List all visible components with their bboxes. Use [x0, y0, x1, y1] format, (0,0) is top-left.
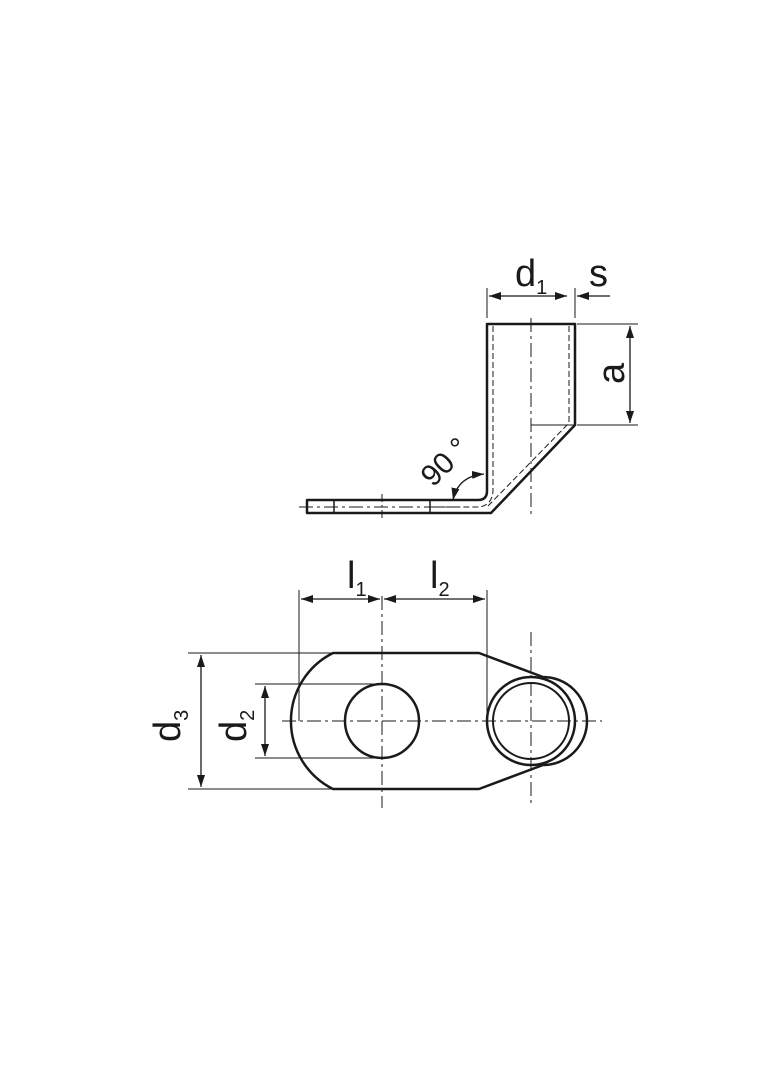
angle-label: 90 ° — [415, 432, 476, 493]
lug-top-outline — [289, 651, 589, 791]
a-label: a — [591, 362, 633, 384]
l1-label: l1 — [347, 555, 367, 601]
d2-label: d2 — [213, 710, 259, 742]
barrel-inner-wall — [430, 326, 494, 508]
d3-label: d3 — [147, 710, 193, 742]
barrel-inner-wall-right — [487, 326, 570, 507]
l2-label: l2 — [430, 555, 450, 601]
top-view — [188, 590, 602, 808]
s-label: s — [589, 253, 608, 295]
angle-arc — [451, 470, 485, 501]
side-view — [299, 288, 638, 520]
d1-label: d1 — [515, 253, 547, 299]
barrel-inner-ring — [492, 682, 570, 760]
